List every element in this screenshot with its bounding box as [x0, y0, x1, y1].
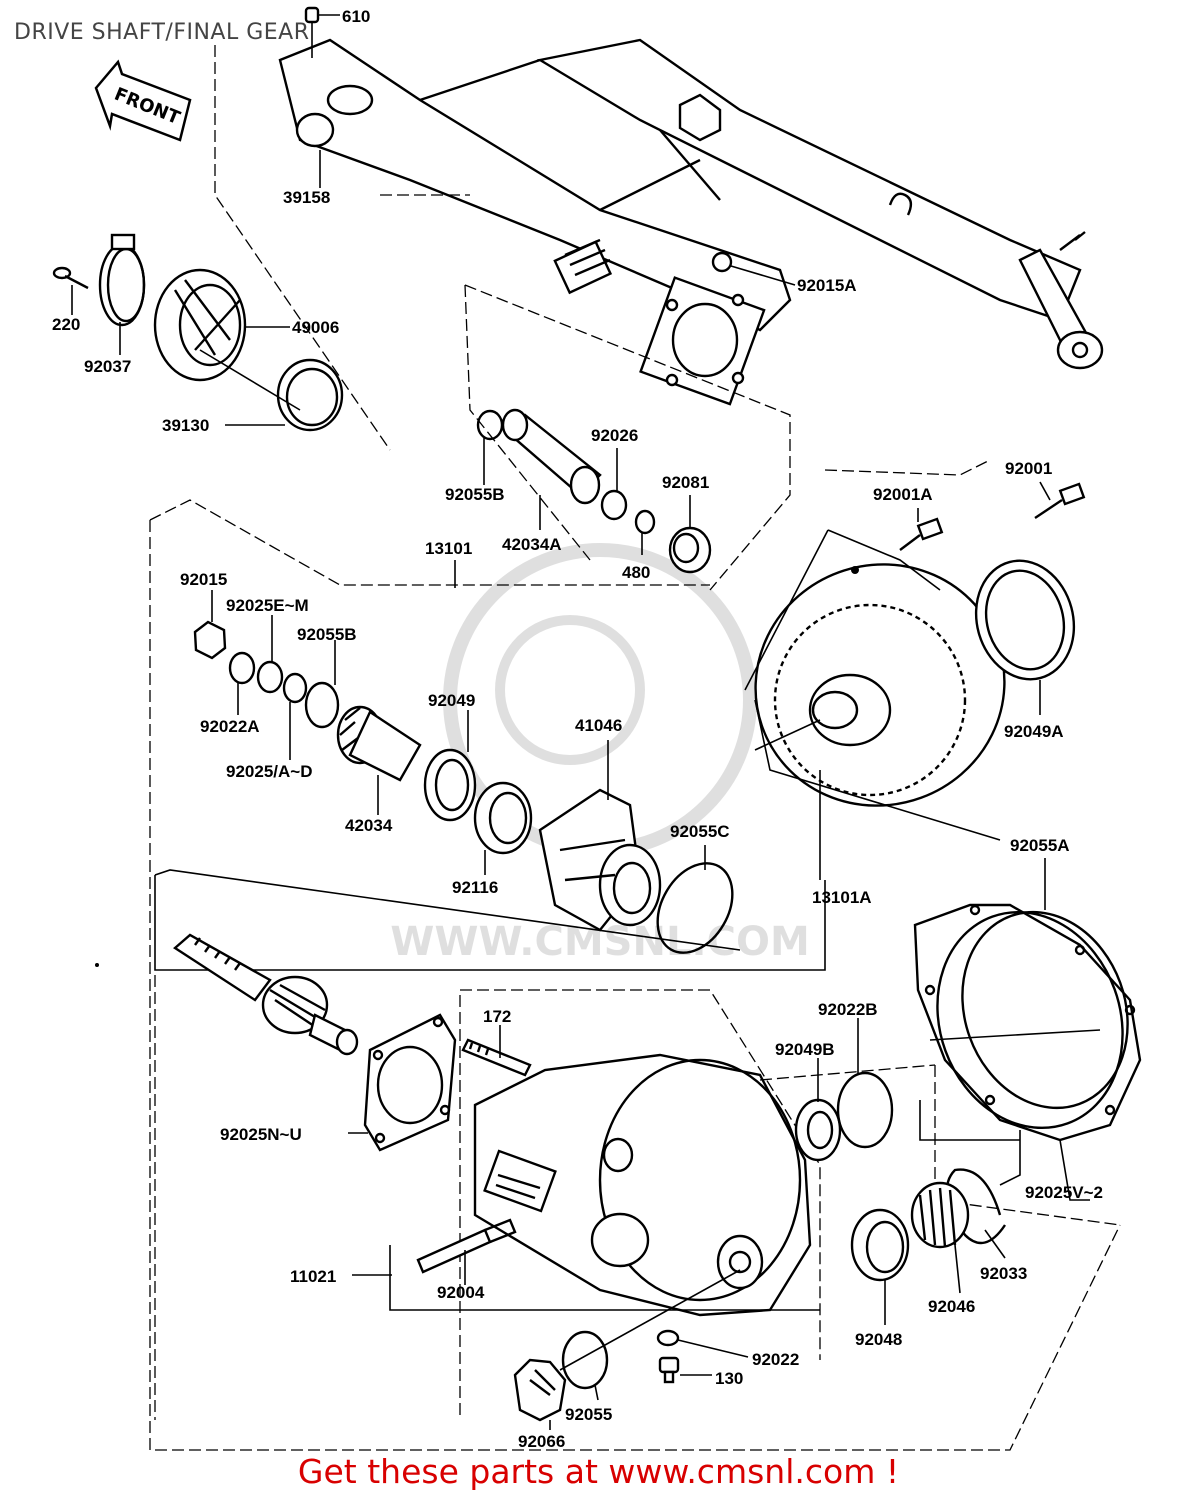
- label-92037: 92037: [84, 357, 131, 376]
- ring-39130: [276, 358, 344, 432]
- seal-92049B: [794, 1098, 842, 1162]
- label-39130: 39130: [162, 416, 209, 435]
- label-92022: 92022: [752, 1350, 799, 1369]
- ring-480: [634, 509, 656, 535]
- label-130: 130: [715, 1369, 743, 1388]
- label-92046: 92046: [928, 1297, 975, 1316]
- label-610: 610: [342, 7, 370, 26]
- label-480: 480: [622, 563, 650, 582]
- label-92055A: 92055A: [1010, 836, 1070, 855]
- gear-case-11021: [473, 1053, 812, 1317]
- label-92055: 92055: [565, 1405, 612, 1424]
- label-13101: 13101: [425, 539, 472, 558]
- washer-92055: [561, 1330, 609, 1390]
- oring-92055B: [304, 681, 340, 729]
- label-172: 172: [483, 1007, 511, 1026]
- label-39158: 39158: [283, 188, 330, 207]
- boot-49006: [153, 268, 247, 382]
- label-92055B-top: 92055B: [445, 485, 505, 504]
- label-92025AD: 92025/A~D: [226, 762, 312, 781]
- front-arrow-icon: FRONT: [94, 59, 192, 142]
- label-92066: 92066: [518, 1432, 565, 1451]
- bolt-92001: [1034, 482, 1086, 519]
- nut-92015A: [711, 251, 733, 273]
- label-220: 220: [52, 315, 80, 334]
- label-92049: 92049: [428, 691, 475, 710]
- label-41046: 41046: [575, 716, 622, 735]
- gasket-92025NU: [363, 1013, 457, 1152]
- bearing-92081: [668, 526, 712, 574]
- stud-172: [461, 1038, 532, 1077]
- label-92081: 92081: [662, 473, 709, 492]
- label-11021: 11021: [290, 1267, 336, 1286]
- washer-92022: [656, 1329, 680, 1347]
- label-92026: 92026: [591, 426, 638, 445]
- label-92033: 92033: [980, 1264, 1027, 1283]
- pinion-gear: [173, 933, 359, 1056]
- label-92049A: 92049A: [1004, 722, 1064, 741]
- bearing-92046: [910, 1181, 970, 1249]
- label-92015A: 92015A: [797, 276, 857, 295]
- label-92048: 92048: [855, 1330, 902, 1349]
- part-labels: 610 39158 220 49006 92037 39130 92015A 9…: [52, 7, 1103, 1451]
- label-92022B: 92022B: [818, 1000, 878, 1019]
- label-42034A: 42034A: [502, 535, 562, 554]
- sleeve-42034A: [501, 408, 602, 505]
- label-92055C: 92055C: [670, 822, 730, 841]
- label-92025EM: 92025E~M: [226, 596, 309, 615]
- label-92001: 92001: [1005, 459, 1052, 478]
- swing-arm: [278, 38, 1104, 406]
- stud-92004: [416, 1218, 517, 1274]
- shim-92022B: [836, 1071, 894, 1149]
- washer-92022A: [228, 651, 256, 685]
- plug-92066: [513, 1358, 567, 1422]
- label-92055B: 92055B: [297, 625, 357, 644]
- bolt-92001A: [899, 517, 944, 551]
- label-49006: 49006: [292, 318, 339, 337]
- label-92049B: 92049B: [775, 1040, 835, 1059]
- collar-42034: [336, 705, 422, 782]
- label-92001A: 92001A: [873, 485, 933, 504]
- bolt-130: [658, 1356, 680, 1384]
- housing-41046: [538, 788, 662, 932]
- footer-link[interactable]: Get these parts at www.cmsnl.com !: [297, 1452, 900, 1491]
- label-13101A: 13101A: [812, 888, 872, 907]
- label-92004: 92004: [437, 1283, 485, 1302]
- oring-92055C: [656, 862, 734, 954]
- label-92116: 92116: [452, 878, 498, 897]
- nut-92015: [193, 620, 227, 660]
- ring-gear-13101A: [754, 563, 1006, 807]
- shim-92025EM: [256, 660, 284, 694]
- washer-92026: [600, 489, 628, 521]
- label-92025NU: 92025N~U: [220, 1125, 302, 1144]
- label-92025V2: 92025V~2: [1025, 1183, 1103, 1202]
- label-42034: 42034: [345, 816, 393, 835]
- label-92015: 92015: [180, 570, 227, 589]
- gasket-92025V2: [913, 903, 1142, 1142]
- label-92022A: 92022A: [200, 717, 260, 736]
- seal-92049: [423, 748, 477, 822]
- clamp-92037: [98, 233, 146, 327]
- bolt-220: [52, 266, 89, 290]
- shim-92025AD: [282, 672, 308, 704]
- page-title: DRIVE SHAFT/FINAL GEAR: [14, 20, 310, 45]
- ring-92048: [850, 1208, 910, 1282]
- bearing-92116: [473, 781, 533, 855]
- oil-seal-92049A: [974, 559, 1076, 681]
